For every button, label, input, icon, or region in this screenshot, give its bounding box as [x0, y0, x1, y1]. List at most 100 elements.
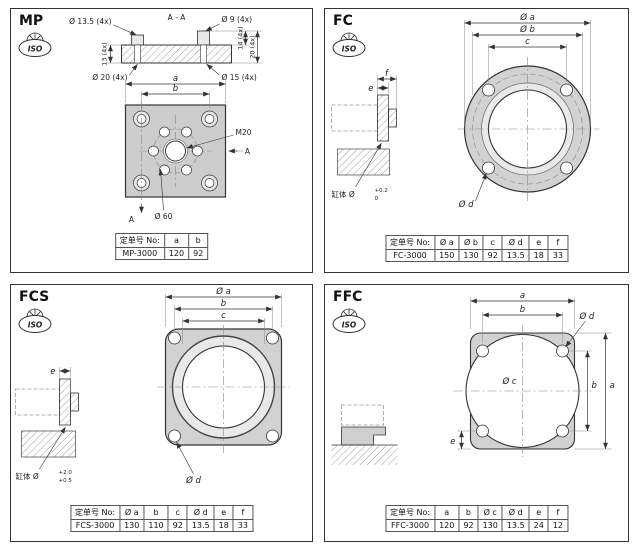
col-header: c	[482, 235, 503, 250]
iso-logo: ISO	[18, 308, 52, 333]
dim-dia15-label: Ø 15 (4x)	[222, 73, 257, 82]
table-header-row: 定单号 No: a b	[114, 233, 209, 248]
col-header: Ø b	[458, 235, 484, 250]
fcs-drawing: Ø a b c Ø d e 缸体 Ø +2.0 +0.5	[15, 286, 290, 486]
iso-oval	[18, 315, 52, 333]
col-header-model: 定单号 No:	[114, 233, 165, 248]
table-header-row: 定单号 No: Ø a b c Ø d e f	[69, 505, 254, 520]
iso-logo: ISO	[332, 32, 366, 57]
value-cell: 13.5	[501, 249, 530, 262]
iso-oval	[332, 315, 366, 333]
col-header: c	[167, 505, 188, 520]
panel-title-fcs: FCS	[19, 289, 50, 305]
dim-dia-d-label: Ø d	[185, 475, 201, 486]
dim-dia-d-label: Ø d	[458, 199, 474, 210]
col-header: e	[528, 235, 549, 250]
dim-dia-d-label: Ø d	[579, 311, 595, 322]
dim-a2-label: a	[610, 381, 615, 391]
value-cell: 13.5	[186, 519, 215, 532]
dim-dia20-label: Ø 20 (4x)	[92, 73, 127, 82]
iso-text: ISO	[342, 321, 357, 330]
model-cell: FCS-3000	[69, 519, 121, 532]
col-header: a	[434, 505, 460, 520]
value-cell: 92	[482, 249, 503, 262]
section-arrow-a-label: A	[129, 215, 135, 224]
panel-fc: FC ISO	[324, 8, 629, 273]
cylinder-bore-label: 缸体 Ø	[16, 471, 39, 481]
dim-dia9-label: Ø 9 (4x)	[222, 15, 253, 24]
panel-title-fc: FC	[333, 13, 353, 29]
dim-e-label: e	[368, 84, 373, 94]
col-header: f	[232, 505, 254, 520]
col-header: Ø d	[186, 505, 215, 520]
value-cell: 110	[143, 519, 169, 532]
col-header: b	[458, 505, 479, 520]
col-header: e	[528, 505, 549, 520]
table-header-row: 定单号 No: a b Ø c Ø d e f	[384, 505, 569, 520]
dim-c-label: c	[525, 37, 530, 47]
panel-title-mp: MP	[19, 13, 44, 29]
value-cell: 12	[547, 519, 569, 532]
panel-title-ffc: FFC	[333, 289, 363, 305]
table-row: FCS-3000 130 110 92 13.5 18 33	[69, 519, 254, 532]
section-aa-label: A - A	[168, 13, 187, 22]
panel-fcs: FCS ISO	[10, 284, 313, 542]
dim-b-label: b	[173, 84, 178, 94]
panel-ffc: FFC ISO	[324, 284, 629, 542]
iso-logo: ISO	[18, 32, 52, 57]
col-header-model: 定单号 No:	[384, 235, 436, 250]
iso-logo: ISO	[332, 308, 366, 333]
ffc-dimension-table: 定单号 No: a b Ø c Ø d e f FFC-3000 120 92 …	[384, 505, 569, 532]
col-header-model: 定单号 No:	[69, 505, 121, 520]
dim-dia-a-label: Ø a	[215, 286, 231, 297]
mp-side-view	[107, 23, 262, 76]
value-cell: 120	[163, 247, 190, 260]
col-header: Ø a	[119, 505, 145, 520]
col-header: b	[143, 505, 169, 520]
value-cell: 92	[458, 519, 479, 532]
col-header-model: 定单号 No:	[384, 505, 436, 520]
mp-front-view	[124, 81, 244, 213]
value-cell: 33	[547, 249, 569, 262]
ffc-drawing: a b Ø d Ø c b a e	[331, 291, 615, 465]
dim-c-label: c	[221, 311, 226, 321]
fcs-flange-face	[157, 294, 290, 475]
iso-text: ISO	[342, 45, 357, 54]
col-header: Ø d	[501, 235, 530, 250]
iso-oval	[18, 39, 52, 57]
table-header-row: 定单号 No: Ø a Ø b c Ø d e f	[384, 235, 569, 250]
value-cell: 92	[167, 519, 188, 532]
m20-label: M20	[236, 128, 252, 137]
value-cell: 18	[528, 249, 549, 262]
col-header-a: a	[163, 233, 190, 248]
value-cell: 120	[434, 519, 460, 532]
dim-dia13-label: Ø 13.5 (4x)	[69, 17, 112, 26]
dim-13-label: 13 (4x)	[101, 42, 109, 65]
value-cell: 130	[458, 249, 484, 262]
col-header: e	[213, 505, 234, 520]
model-cell: MP-3000	[114, 247, 165, 260]
dim-dia-a-label: Ø a	[519, 12, 535, 23]
mp-dimension-table: 定单号 No: a b MP-3000 120 92	[114, 233, 209, 260]
table-row: FFC-3000 120 92 130 13.5 24 12	[384, 519, 569, 532]
dim-b-label: b	[221, 299, 226, 309]
value-cell: 13.5	[501, 519, 530, 532]
tolerance-upper: +0.2	[375, 188, 388, 194]
dim-b2-label: b	[592, 381, 597, 391]
tolerance-lower: 0	[375, 196, 379, 202]
model-cell: FC-3000	[384, 249, 436, 262]
ffc-side-view	[331, 404, 398, 465]
col-header: Ø c	[477, 505, 503, 520]
col-header: Ø a	[434, 235, 460, 250]
fcs-side-view	[15, 367, 79, 470]
col-header: Ø d	[501, 505, 530, 520]
cylinder-bore-label: 缸体 Ø	[332, 189, 355, 199]
dim-dia-b-label: Ø b	[519, 24, 535, 35]
fc-dimension-table: 定单号 No: Ø a Ø b c Ø d e f FC-3000 150 13…	[384, 235, 569, 262]
iso-text: ISO	[28, 321, 43, 330]
table-row: MP-3000 120 92	[114, 247, 209, 260]
dim-a-label: a	[173, 74, 178, 84]
col-header-b: b	[188, 233, 209, 248]
dim-b-label: b	[520, 305, 525, 315]
